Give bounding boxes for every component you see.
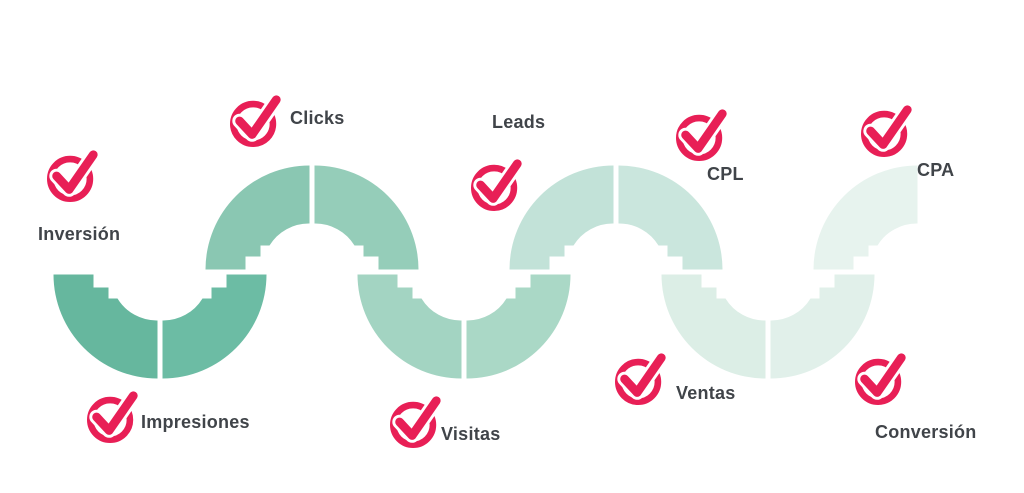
milestone-label-cpa: CPA xyxy=(917,160,955,180)
wave-segment-5 xyxy=(357,274,462,379)
milestone-label-clicks: Clicks xyxy=(290,108,345,128)
milestone-label-cpl: CPL xyxy=(707,164,744,184)
wave-segment-6 xyxy=(466,274,571,379)
wave-segment-9 xyxy=(661,274,766,379)
check-circle-icon-inversion xyxy=(44,147,102,205)
check-circle-icon-leads xyxy=(468,156,526,214)
wave-segment-2 xyxy=(162,274,267,379)
milestone-label-leads: Leads xyxy=(492,112,546,132)
check-circle-icon-cpa xyxy=(858,102,916,160)
wave-segment-8 xyxy=(618,165,723,270)
milestone-label-inversion: Inversión xyxy=(38,224,121,244)
check-circle-icon-ventas xyxy=(612,350,670,408)
wave-segment-7 xyxy=(509,165,614,270)
check-circle-icon-conversion xyxy=(852,350,910,408)
wave-segment-11 xyxy=(813,165,918,270)
milestone-label-impresiones: Impresiones xyxy=(141,412,250,432)
check-circle-icon-visitas xyxy=(387,393,445,451)
milestone-label-conversion: Conversión xyxy=(875,422,977,442)
wave-segment-10 xyxy=(770,274,875,379)
milestone-label-ventas: Ventas xyxy=(676,383,736,403)
check-circle-icon-cpl xyxy=(673,106,731,164)
wave-segment-1 xyxy=(53,274,158,379)
check-circle-icon-impresiones xyxy=(84,388,142,446)
check-circle-icon-clicks xyxy=(227,92,285,150)
wave-segment-4 xyxy=(314,165,419,270)
wave-segment-3 xyxy=(205,165,310,270)
milestone-label-visitas: Visitas xyxy=(441,424,501,444)
